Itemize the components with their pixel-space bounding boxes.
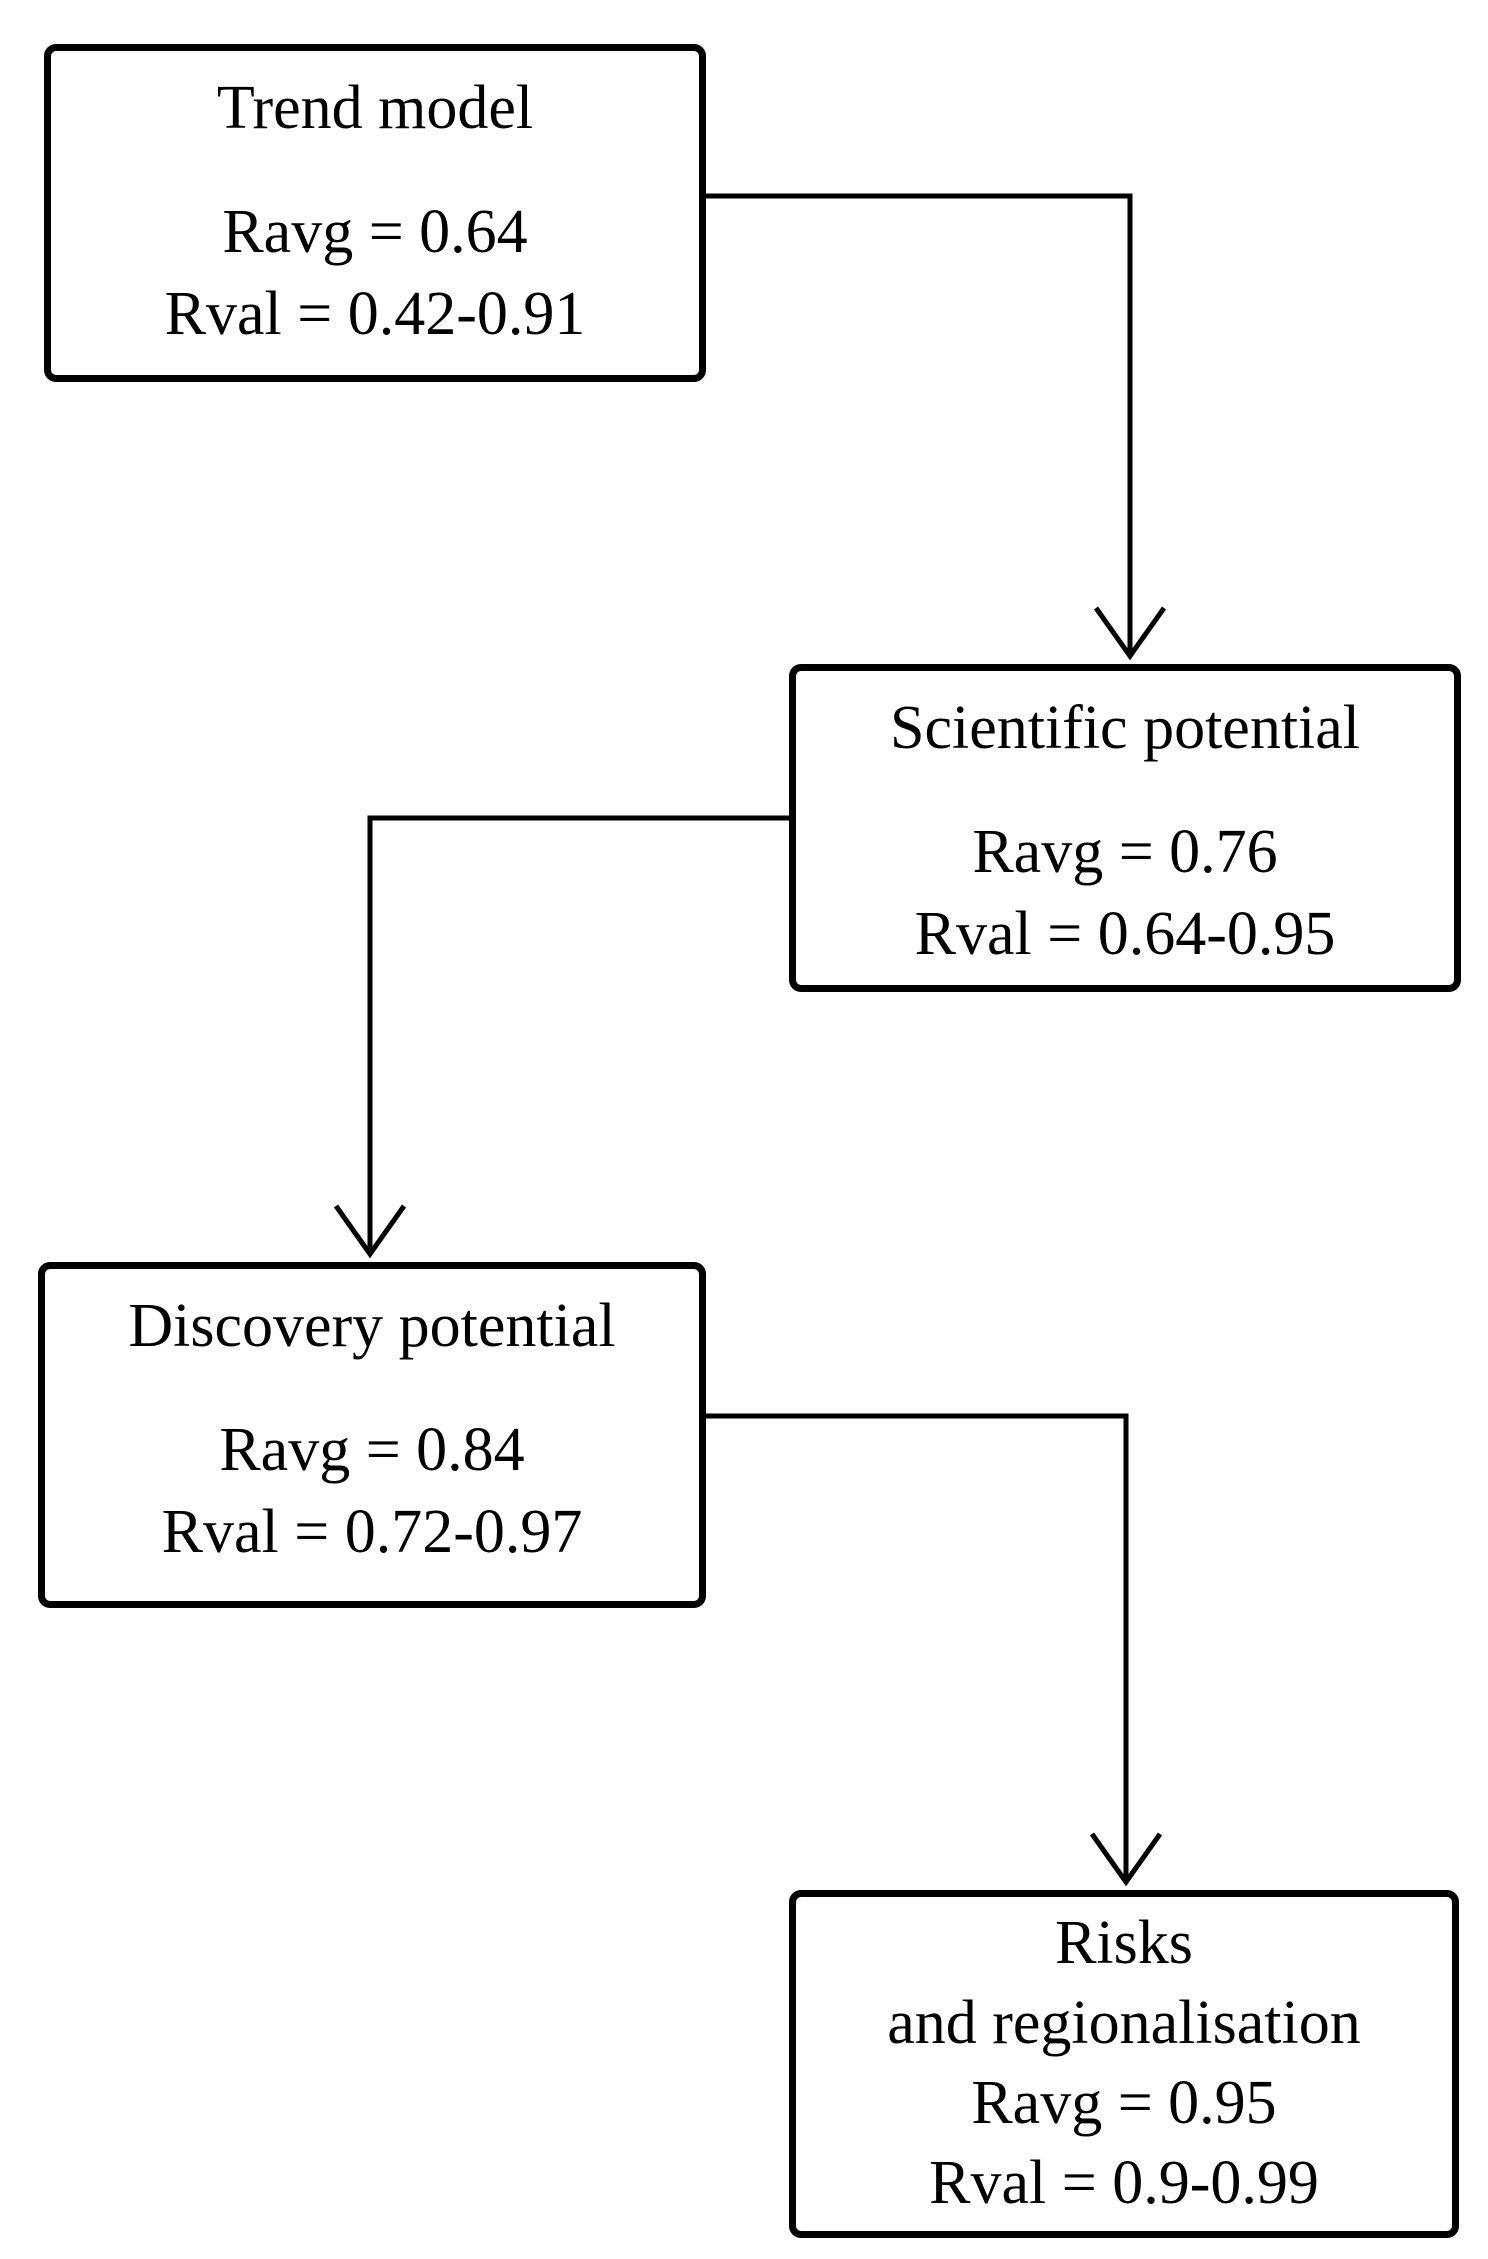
node-stat-ravg: Ravg = 0.84 [219,1416,525,1484]
edge-line [706,1413,1129,1880]
node-stat-ravg: Ravg = 0.95 [971,2069,1277,2137]
edge-line [706,193,1133,654]
edge-discovery-to-risks [706,1413,1163,1887]
node-title-line2: and regionalisation [887,1989,1361,2057]
node-title: Trend model [216,74,534,142]
node-stat-rval: Rval = 0.42-0.91 [164,280,586,348]
node-stat-ravg: Ravg = 0.64 [222,198,528,266]
node-stat-ravg: Ravg = 0.76 [972,818,1278,886]
node-stat-rval: Rval = 0.9-0.99 [929,2149,1319,2217]
edge-line [367,815,789,1252]
node-stat-rval: Rval = 0.72-0.97 [161,1498,583,1566]
arrowhead-down-icon [1089,1832,1163,1887]
arrowhead-down-icon [1093,606,1167,661]
node-title: Discovery potential [128,1292,616,1360]
arrowhead-down-icon [333,1204,407,1259]
node-title: Risks [1055,1909,1193,1977]
node-scientific-potential: Scientific potential Ravg = 0.76 Rval = … [789,664,1461,992]
node-trend-model: Trend model Ravg = 0.64 Rval = 0.42-0.91 [44,44,706,382]
edge-trend-to-scientific [706,193,1167,661]
node-risks-and-regionalisation: Risks and regionalisation Ravg = 0.95 Rv… [789,1890,1459,2238]
node-title: Scientific potential [889,694,1361,762]
node-discovery-potential: Discovery potential Ravg = 0.84 Rval = 0… [38,1262,706,1608]
edge-scientific-to-discovery [333,815,789,1259]
node-stat-rval: Rval = 0.64-0.95 [914,900,1336,968]
